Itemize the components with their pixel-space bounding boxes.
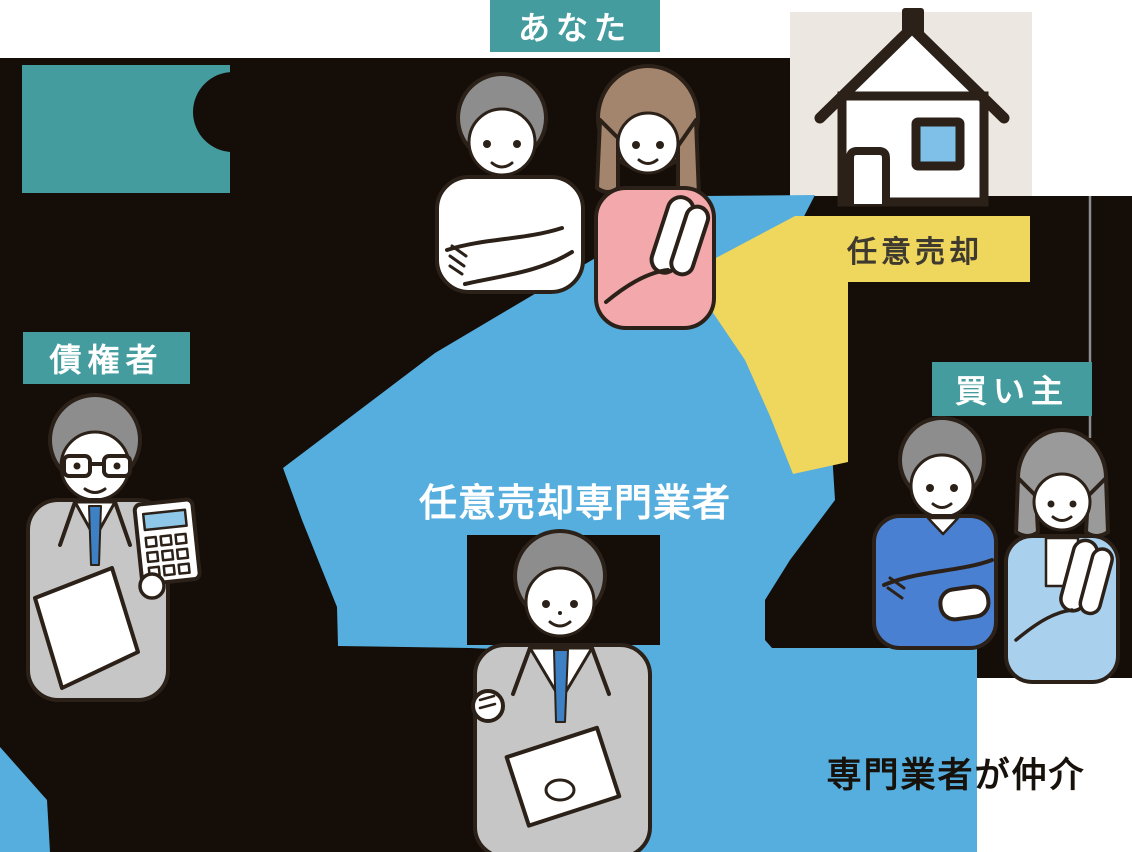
folder-icon (504, 725, 622, 828)
label-creditor: 債権者 (23, 332, 190, 384)
house-icon (814, 8, 1010, 207)
yellow-ribbon (697, 216, 1030, 474)
agent-illustration (471, 529, 652, 852)
you-couple-illustration (435, 64, 716, 330)
label-buyer: 買い主 (932, 362, 1092, 416)
bottom-right-white-panel (977, 678, 1132, 852)
creditor-illustration (26, 393, 202, 702)
teal-corner-shape (22, 65, 273, 193)
calculator-icon (132, 497, 202, 586)
label-specialist: 任意売却専門業者 (418, 480, 731, 525)
house-panel (790, 8, 1032, 207)
top-right-white-panel (1032, 0, 1132, 196)
document-icon (33, 566, 140, 690)
buyer-couple-illustration (872, 416, 1120, 684)
label-you: あなた (490, 0, 660, 52)
label-voluntary-sale: 任意売却 (847, 235, 983, 270)
label-mediation-note: 専門業者が仲介 (826, 755, 1086, 796)
blue-corner-wedge (0, 747, 50, 852)
